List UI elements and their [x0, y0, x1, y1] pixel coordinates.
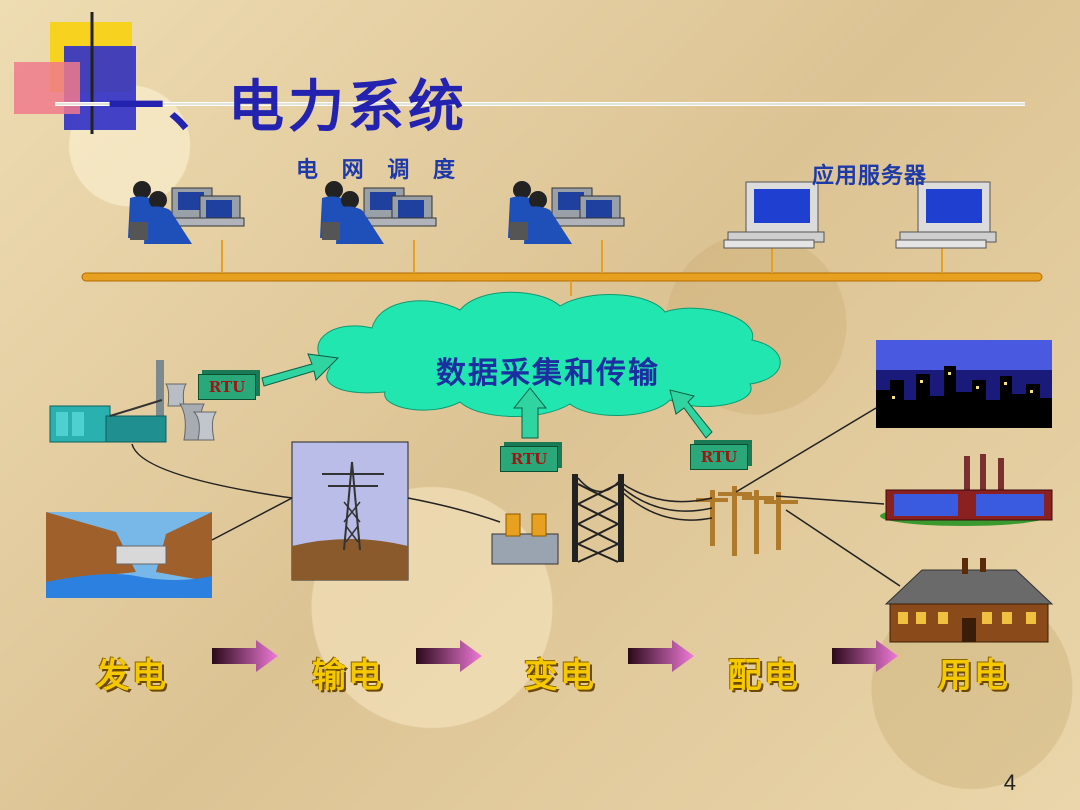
cloud-label: 数据采集和传输	[436, 356, 660, 391]
transformer	[491, 513, 559, 565]
rtu-box-generation: RTU	[198, 374, 256, 400]
stage-generation: 发电	[96, 656, 168, 696]
hydro-dam	[46, 512, 212, 598]
stage-consumption: 用电	[938, 656, 1010, 696]
operator-station-3	[508, 181, 625, 244]
page-number: 4	[1003, 770, 1016, 795]
house	[884, 558, 1054, 643]
server-label: 应用服务器	[812, 163, 928, 189]
server-computer-2	[895, 181, 997, 249]
page-title: 一、电力系统	[108, 74, 468, 140]
server-computer-1	[723, 181, 825, 249]
factory	[880, 454, 1053, 526]
rtu-box-distribution: RTU	[690, 444, 748, 470]
power-plant	[49, 360, 217, 443]
rtu-arrows	[261, 353, 713, 439]
city-skyline	[876, 340, 1052, 428]
logo-decoration	[14, 12, 1025, 134]
operator-station-1	[128, 181, 245, 244]
substation-tower	[572, 474, 624, 563]
operator-station-2	[320, 181, 437, 244]
stage-transmission: 输电	[312, 656, 384, 696]
rtu-box-substation: RTU	[500, 446, 558, 472]
transmission-tower	[291, 441, 409, 581]
stage-distribution: 配电	[728, 656, 800, 696]
distribution-poles	[696, 486, 798, 556]
stage-transformation: 变电	[524, 656, 596, 696]
power-lines	[131, 407, 901, 587]
network-bus	[81, 240, 1043, 296]
stage-arrows	[212, 640, 898, 672]
dispatch-label: 电 网 调 度	[296, 157, 463, 183]
data-cloud	[317, 291, 781, 417]
